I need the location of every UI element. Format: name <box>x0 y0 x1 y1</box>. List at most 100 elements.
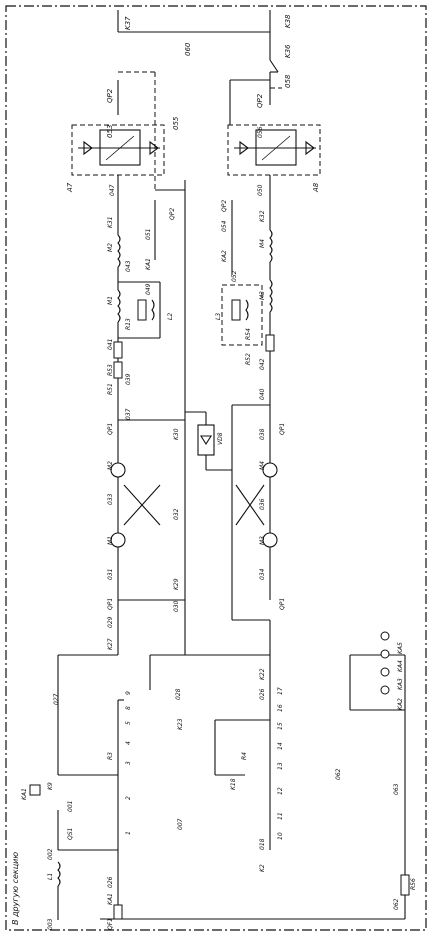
label-040: 040 <box>259 388 266 400</box>
label-052: 052 <box>231 270 238 282</box>
motor-section: M2 M1 QP1 QP1 037 033 031 029 032 K29 K3… <box>107 404 286 628</box>
resistor-R56 <box>400 874 410 896</box>
label-M4: M4 <box>259 239 266 248</box>
label-039: 039 <box>125 373 132 385</box>
label-047: 047 <box>109 184 116 196</box>
tap-12: 12 <box>277 787 284 795</box>
label-028: 028 <box>175 688 182 700</box>
label-037: 037 <box>125 408 132 420</box>
diode-VD8 <box>197 424 215 456</box>
label-KA4-term: KA4 <box>397 660 404 672</box>
tap-17: 17 <box>277 687 284 695</box>
label-M2-motor: M2 <box>107 461 114 470</box>
label-R4: R4 <box>241 752 248 760</box>
tap-11: 11 <box>277 812 284 820</box>
label-018: 018 <box>259 838 266 850</box>
left-field-chain: K31 M2 M1 041 R53 R51 039 R13 043 <box>107 175 132 420</box>
label-K2: K2 <box>259 864 266 872</box>
tap-14: 14 <box>277 742 284 750</box>
label-QP1-b: QP1 <box>107 598 114 610</box>
label-R3: R3 <box>107 752 114 760</box>
tap-5: 5 <box>125 721 132 725</box>
label-K22: K22 <box>259 668 266 680</box>
label-030: 030 <box>173 600 180 612</box>
coil-L3-block: L3 052 <box>215 270 263 346</box>
label-062-b: 062 <box>393 898 400 910</box>
label-K37: K37 <box>124 16 132 30</box>
label-031: 031 <box>107 569 114 580</box>
terminal-KA3 <box>380 667 390 677</box>
label-042: 042 <box>259 358 266 370</box>
label-041: 041 <box>107 339 114 350</box>
tap-1: 1 <box>125 831 132 835</box>
label-QP2-top: QP2 <box>106 88 114 103</box>
label-QP1-a: QP1 <box>107 423 114 435</box>
label-032: 032 <box>173 508 180 520</box>
label-KA5-term: KA5 <box>397 642 404 654</box>
label-043: 043 <box>125 260 132 272</box>
right-qp2-branch: QP2 <box>229 79 282 125</box>
label-QP2-right: QP2 <box>256 93 264 108</box>
tap-16: 16 <box>277 704 284 712</box>
label-KA3-term: KA3 <box>397 678 404 690</box>
label-M3-motor: M3 <box>259 536 266 545</box>
coil-L2-block: L2 049 <box>118 281 174 339</box>
label-K36: K36 <box>284 44 292 58</box>
label-K27: K27 <box>107 638 114 650</box>
label-R52: R52 <box>245 353 252 365</box>
label-K9: K9 <box>47 782 54 790</box>
tap-2: 2 <box>125 796 132 800</box>
amplifier-A7: A7 047 <box>66 124 165 196</box>
label-049: 049 <box>145 283 152 295</box>
label-QP1-d: QP1 <box>279 598 286 610</box>
ka1-branch-left: KA1 051 QP2 <box>145 180 186 420</box>
label-058: 058 <box>284 74 292 88</box>
label-KA2-term: KA2 <box>397 698 404 710</box>
ka-terminals: KA2 KA3 KA4 KA5 <box>350 631 405 711</box>
label-R51: R51 <box>107 383 114 395</box>
lower-wiring: K27 027 028 K22 026 K23 R3 1 2 3 4 5 8 9… <box>47 600 342 872</box>
label-002: 002 <box>47 848 54 860</box>
label-note: В другую секцию <box>11 852 20 925</box>
label-038: 038 <box>259 428 266 440</box>
label-026: 026 <box>107 876 114 888</box>
label-003: 003 <box>47 918 54 930</box>
label-050: 050 <box>257 184 264 196</box>
right-field-chain: K32 M4 M3 042 040 R52 R54 <box>245 175 275 420</box>
ka2-branch: KA2 054 QP2 <box>221 200 233 275</box>
label-QP2-r2: QP2 <box>221 200 228 212</box>
label-026-r: 026 <box>259 688 266 700</box>
amplifier-A8: A8 056 050 <box>227 124 321 196</box>
label-R56: R56 <box>410 878 417 890</box>
label-K38: K38 <box>284 14 292 28</box>
label-034: 034 <box>259 568 266 580</box>
label-L2: L2 <box>167 313 174 320</box>
label-060: 060 <box>184 42 192 56</box>
label-051: 051 <box>145 229 152 240</box>
label-K18: K18 <box>230 778 237 790</box>
motor-M2 <box>110 462 126 478</box>
label-M2: M2 <box>107 243 114 252</box>
terminal-KA1-top <box>29 784 41 796</box>
motor-M1 <box>110 532 126 548</box>
label-A8: A8 <box>312 182 320 193</box>
label-M1-motor: M1 <box>107 536 114 545</box>
left-qp2-branch: QP2 053 055 <box>106 71 180 190</box>
label-KA2: KA2 <box>221 250 228 262</box>
terminal-KA2 <box>380 685 390 695</box>
label-K30: K30 <box>173 428 180 440</box>
resistor-KA1 <box>113 904 123 920</box>
motor-M4 <box>262 462 278 478</box>
label-M4-motor: M4 <box>259 461 266 470</box>
tap-9: 9 <box>125 691 132 695</box>
label-K23: K23 <box>177 718 184 730</box>
label-036: 036 <box>259 498 266 510</box>
label-062: 062 <box>335 768 342 780</box>
tap-8: 8 <box>125 706 132 710</box>
label-054: 054 <box>221 220 228 232</box>
label-007: 007 <box>177 818 184 830</box>
sheet-border <box>5 5 427 931</box>
label-027: 027 <box>53 693 60 705</box>
